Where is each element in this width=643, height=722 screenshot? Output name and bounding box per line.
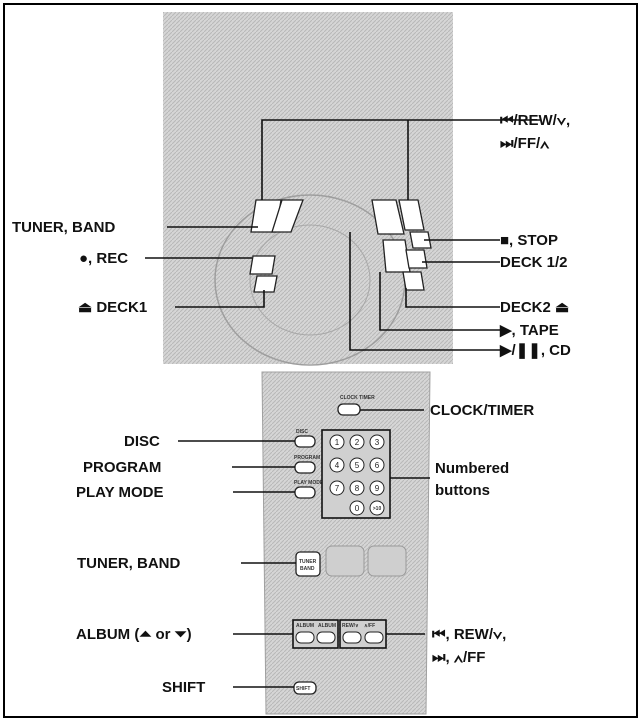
key-8[interactable] [349,480,365,496]
remote-volume-pad [367,545,407,577]
key-4-text: 4 [335,461,340,470]
key-1[interactable] [329,434,345,450]
label-play-cd: ▶/❚❚, CD [499,342,571,359]
clock-timer-remote-text: CLOCK TIMER [340,395,375,401]
leader-deck2 [405,288,500,308]
label-tuner-band-remote: TUNER, BAND [77,555,180,572]
key-6[interactable] [369,457,385,473]
stop-button[interactable] [409,231,432,249]
label-rec: ●, REC [79,250,128,267]
play-pause-cd-button[interactable] [371,199,405,235]
label-deck2: DECK2 ⏏ [500,299,569,316]
program-button[interactable] [294,461,316,474]
rew-skip-button[interactable] [342,631,362,644]
key-0-text: 0 [355,504,360,513]
label-disc: DISC [124,433,160,450]
album-down-text: ALBUM [296,623,314,629]
remote-cursor-pad [325,545,365,577]
main-unit-panel [163,12,453,364]
label-numbered-2: buttons [435,482,490,499]
key-3-text: 3 [375,438,380,447]
ff-button-main[interactable] [398,199,425,231]
deck1-eject-button[interactable] [253,275,278,293]
key-0[interactable] [349,500,365,516]
label-skip-1: ⏮, REW/∨, [432,626,506,643]
rec-button[interactable] [249,255,276,275]
key-1-text: 1 [335,438,340,447]
diagram-frame [3,3,638,718]
label-rew-ff-2: ⏭/FF/∧ [500,135,550,152]
rew-button-main[interactable] [271,199,304,233]
key-5-text: 5 [355,461,360,470]
album-down-button[interactable] [295,631,315,644]
label-rew-ff-1: ⏮/REW/∨, [500,112,570,129]
key-3[interactable] [369,434,385,450]
shift-remote-text: SHIFT [296,686,310,692]
key-2-text: 2 [355,438,360,447]
tape-play-button[interactable] [382,239,411,273]
key-9-text: 9 [375,484,380,493]
play-mode-button[interactable] [294,486,316,499]
leader-deck1 [175,290,265,308]
label-clock-timer: CLOCK/TIMER [430,402,534,419]
label-album: ALBUM (⏶ or ⏷) [76,626,192,643]
main-unit-dial-inner [249,224,371,336]
key-5[interactable] [349,457,365,473]
rew-remote-text: REW/∨ [342,623,359,629]
label-deck1: ⏏ DECK1 [78,299,147,316]
ff-remote-text: ∧/FF [364,623,375,629]
play-mode-remote-text: PLAY MODE [294,480,324,486]
key-6-text: 6 [375,461,380,470]
leader-play-cd [349,232,500,351]
label-shift: SHIFT [162,679,205,696]
keypad-buttons [329,434,385,516]
deck12-button[interactable] [405,249,428,269]
disc-remote-text: DISC [296,429,308,435]
label-numbered-1: Numbered [435,460,509,477]
remote-tuner-text: TUNER [299,559,317,565]
leader-rew [261,119,540,200]
shift-button[interactable] [293,681,317,695]
label-tuner-band-main: TUNER, BAND [12,219,115,236]
program-remote-text: PROGRAM [294,455,320,461]
label-skip-2: ⏭, ∧/FF [432,649,485,666]
key-4[interactable] [329,457,345,473]
key-7[interactable] [329,480,345,496]
label-tape: ▶, TAPE [499,322,559,339]
key-7-text: 7 [335,484,340,493]
disc-button[interactable] [294,435,316,448]
album-up-button[interactable] [316,631,336,644]
album-up-text: ALBUM [318,623,336,629]
key-10plus-text: >10 [373,506,382,512]
remote-band-text: BAND [300,566,315,572]
ff-skip-button[interactable] [364,631,384,644]
label-play-mode: PLAY MODE [76,484,164,501]
label-deck12: DECK 1/2 [500,254,568,271]
remote-tuner-band-button[interactable] [295,551,321,577]
deck2-eject-button[interactable] [402,271,425,291]
label-stop: ■, STOP [500,232,558,249]
key-8-text: 8 [355,484,360,493]
key-10plus[interactable] [369,500,385,516]
key-9[interactable] [369,480,385,496]
label-program: PROGRAM [83,459,161,476]
leader-tape [379,272,500,331]
key-2[interactable] [349,434,365,450]
remote-body [261,371,431,715]
clock-timer-button[interactable] [337,403,361,416]
